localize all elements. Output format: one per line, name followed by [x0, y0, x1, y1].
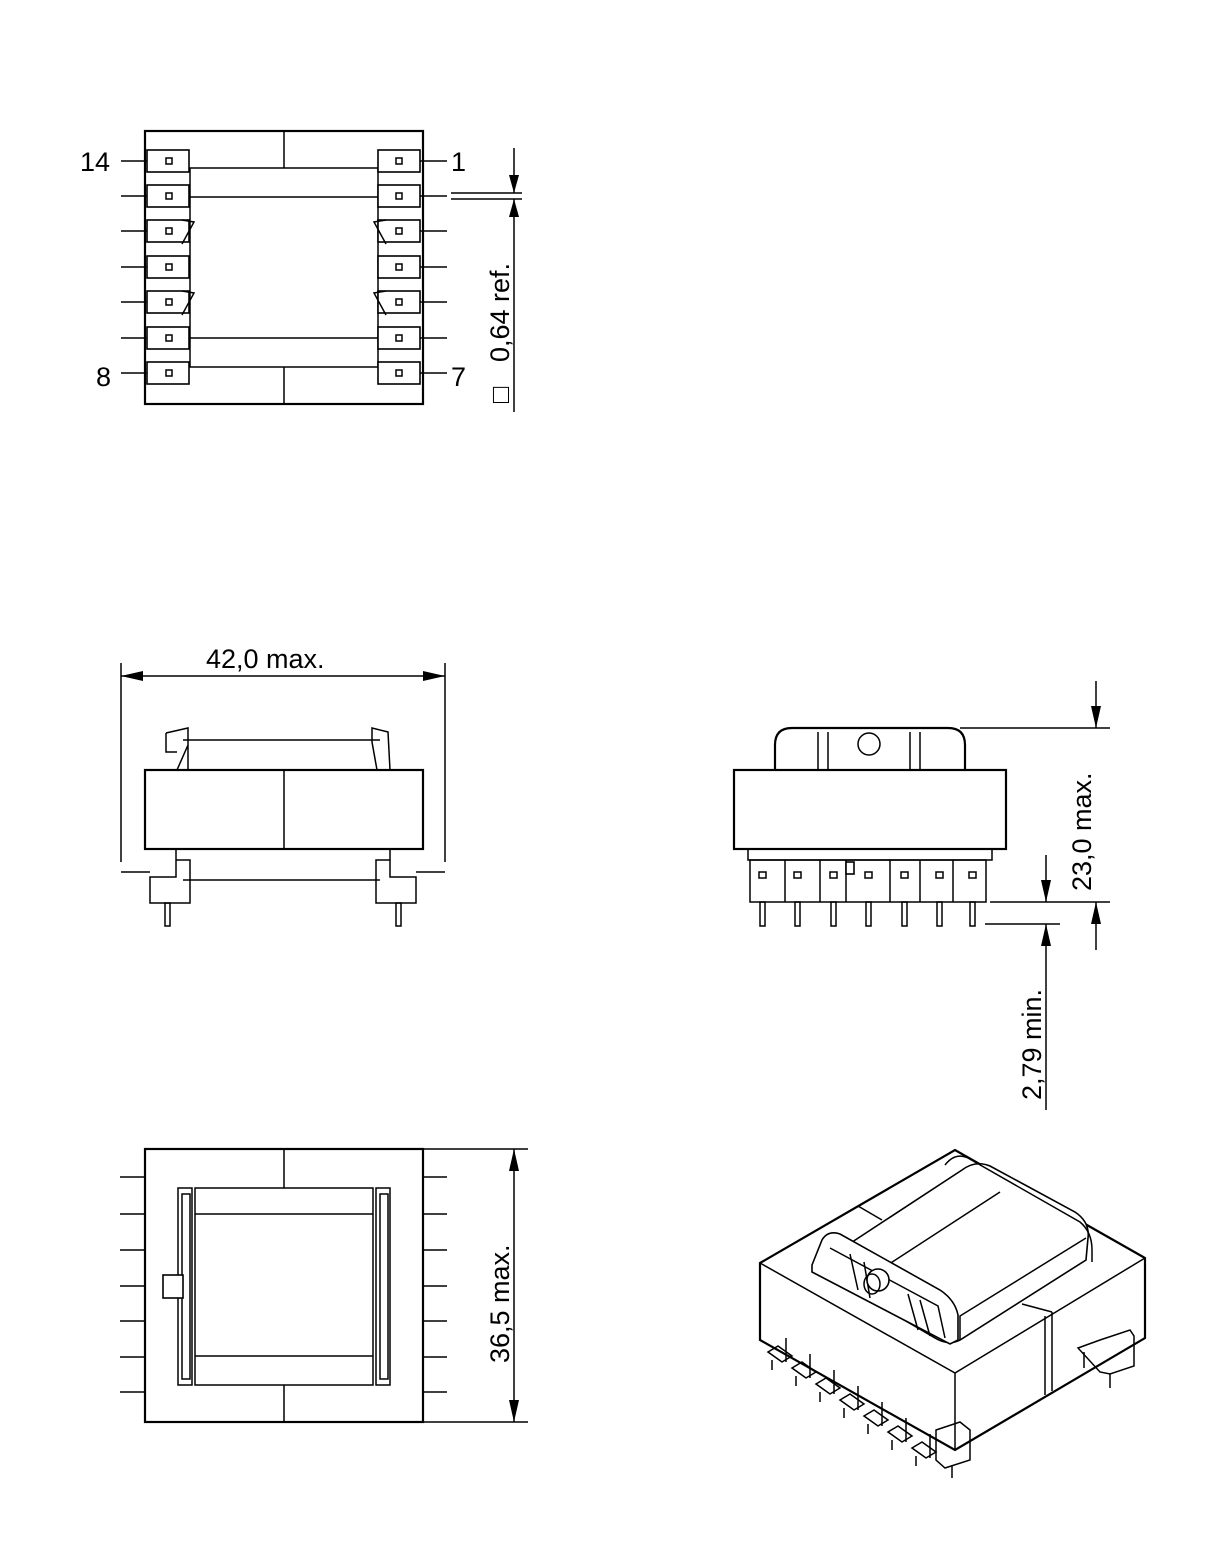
side-view: 42,0 max. — [120, 644, 446, 927]
depth-dimension-label: 36,5 max. — [485, 1244, 515, 1363]
pin-label-8: 8 — [96, 362, 111, 392]
pin-label-1: 1 — [451, 147, 466, 177]
isometric-view — [758, 1148, 1147, 1478]
left-pin-row — [121, 149, 196, 385]
front-pin-row — [749, 859, 987, 927]
bottom-view: 36,5 max. — [120, 1147, 528, 1424]
pin-label-7: 7 — [451, 362, 466, 392]
iso-pins-right — [1076, 1329, 1135, 1388]
pin-label-14: 14 — [80, 147, 110, 177]
front-view: 23,0 max. 2,79 min. — [732, 681, 1110, 1110]
pin-dimension-line — [451, 148, 522, 412]
height-dimension-label: 23,0 max. — [1067, 772, 1097, 891]
bottom-left-pins — [120, 1176, 145, 1393]
iso-pins-front — [766, 1338, 971, 1478]
bottom-right-pins — [423, 1176, 447, 1393]
pin-dimension-label: 0,64 ref. — [485, 263, 515, 362]
width-dimension-label: 42,0 max. — [206, 644, 325, 674]
top-view: 14 1 8 7 0,64 ref. □ — [80, 129, 522, 412]
square-symbol: □ — [485, 386, 515, 403]
pin-length-dimension-label: 2,79 min. — [1017, 989, 1047, 1100]
right-pin-row — [372, 149, 447, 385]
